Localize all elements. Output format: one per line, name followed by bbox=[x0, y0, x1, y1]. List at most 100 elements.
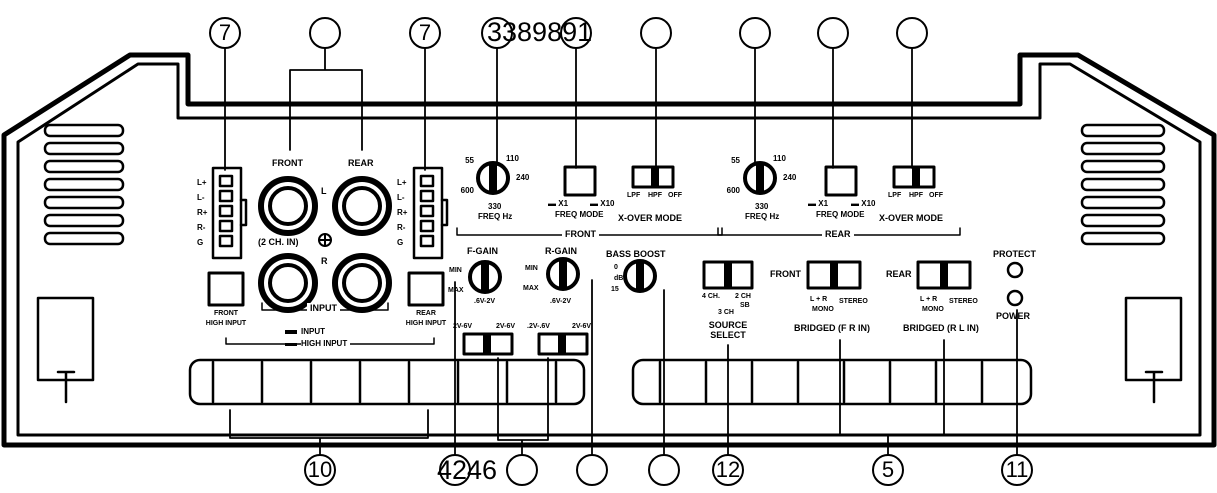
rca-jack-rear-r[interactable] bbox=[332, 253, 392, 313]
speaker-terminal-left bbox=[211, 166, 248, 260]
f-gain-range-label: .6V-2V bbox=[474, 298, 496, 305]
callout-overlay-code-top: 3389891 bbox=[487, 17, 593, 47]
rear-high-input-line2: HIGH INPUT bbox=[405, 320, 447, 327]
rca-jack-front-l[interactable] bbox=[258, 176, 318, 236]
callout-number-top-mid: 7 bbox=[418, 20, 432, 45]
f-gain-max-label: MAX bbox=[448, 287, 464, 294]
ground-symbol-icon bbox=[318, 233, 332, 247]
input-legend-swatch bbox=[285, 330, 297, 334]
r-gain-min-label: MIN bbox=[525, 265, 538, 272]
rear-lpf-label: LPF bbox=[888, 192, 902, 199]
right-terminal-label: R- bbox=[397, 223, 406, 232]
source-2ch-label: 2 CH bbox=[735, 293, 751, 300]
r-gain-range-switch[interactable] bbox=[537, 332, 589, 356]
r-gain-knob[interactable] bbox=[546, 257, 580, 291]
right-terminal-label: R+ bbox=[397, 208, 408, 217]
rear-freq-label: FREQ Hz bbox=[745, 212, 780, 221]
front-lpf-label: LPF bbox=[627, 192, 641, 199]
front-high-input-button[interactable] bbox=[207, 271, 245, 307]
left-terminal-label: R- bbox=[197, 223, 206, 232]
front-xover-switch[interactable] bbox=[631, 165, 675, 189]
bridged-rear-switch[interactable] bbox=[916, 260, 972, 290]
bridged-front-main-label: BRIDGED (F R IN) bbox=[794, 323, 870, 333]
rear-freq-55: 55 bbox=[731, 156, 740, 165]
bass-boost-knob[interactable] bbox=[623, 259, 657, 293]
front-freq-knob[interactable] bbox=[476, 161, 510, 195]
rca-2ch-in-label: (2 CH. IN) bbox=[258, 237, 299, 247]
left-terminal-label: R+ bbox=[197, 208, 208, 217]
source-select-line2: SELECT bbox=[710, 330, 746, 340]
rear-section-label: REAR bbox=[822, 229, 854, 239]
rca-jack-rear-l[interactable] bbox=[332, 176, 392, 236]
rear-high-input-line1: REAR bbox=[416, 310, 436, 317]
callout-number-bottom-5: 5 bbox=[881, 457, 895, 482]
front-freq-mode-button[interactable] bbox=[563, 165, 597, 197]
rear-freq-mode-button[interactable] bbox=[824, 165, 858, 197]
front-x10-text: X10 bbox=[600, 199, 615, 208]
source-select-line1: SOURCE bbox=[708, 320, 748, 330]
chassis-outline bbox=[1, 52, 1217, 448]
rca-r-label: R bbox=[321, 256, 328, 266]
right-terminal-label: G bbox=[397, 238, 404, 247]
f-gain-range-switch[interactable] bbox=[462, 332, 514, 356]
bridged-front-lr-label: L + R bbox=[810, 296, 828, 303]
bridged-rear-stereo-label: STEREO bbox=[949, 298, 978, 305]
front-freq-label: FREQ Hz bbox=[478, 212, 513, 221]
bottom-leader-lines bbox=[229, 279, 1018, 456]
callout-number-top-left: 7 bbox=[218, 20, 232, 45]
rca-jack-front-r[interactable] bbox=[258, 253, 318, 313]
bass-boost-0-label: 0 bbox=[614, 264, 618, 271]
rear-xover-switch[interactable] bbox=[892, 165, 936, 189]
front-high-input-label: FRONT HIGH INPUT bbox=[196, 309, 256, 329]
rear-high-input-button[interactable] bbox=[407, 271, 445, 307]
bridged-rear-mono-label: MONO bbox=[922, 306, 944, 313]
r-gain-sw-right-label: 2V-6V bbox=[572, 323, 592, 330]
front-xover-mode-label: X-OVER MODE bbox=[618, 213, 683, 223]
callout-number-bottom-11: 11 bbox=[1005, 457, 1029, 482]
r-gain-sw-left-label: .2V-.6V bbox=[527, 323, 550, 330]
rear-freq-600: 600 bbox=[726, 186, 740, 195]
f-gain-sw-left-label: 2V-6V bbox=[453, 323, 473, 330]
front-x10-label: ▬ X10 bbox=[590, 199, 615, 208]
source-select-label: SOURCE SELECT bbox=[696, 320, 760, 340]
rear-x1-text: X1 bbox=[818, 199, 829, 208]
rear-freq-mode-label: FREQ MODE bbox=[816, 210, 865, 219]
bridged-rear-lr-label: L + R bbox=[920, 296, 938, 303]
heatsink-left bbox=[188, 358, 586, 406]
power-led bbox=[1006, 289, 1024, 307]
speaker-terminal-right bbox=[412, 166, 449, 260]
front-freq-600: 600 bbox=[460, 186, 474, 195]
bottom-callout-circles bbox=[304, 454, 1033, 486]
front-freq-mode-label: FREQ MODE bbox=[555, 210, 604, 219]
front-high-input-line2: HIGH INPUT bbox=[205, 320, 247, 327]
bass-boost-15-label: 15 bbox=[611, 286, 619, 293]
bridged-front-stereo-label: STEREO bbox=[839, 298, 868, 305]
bridged-front-switch[interactable] bbox=[806, 260, 862, 290]
legend-input-label: INPUT bbox=[301, 327, 325, 336]
bridged-front-label: FRONT bbox=[770, 269, 801, 279]
rear-hpf-label: HPF bbox=[909, 192, 923, 199]
f-gain-label: F-GAIN bbox=[467, 246, 498, 256]
bridged-rear-main-label: BRIDGED (R L IN) bbox=[903, 323, 979, 333]
rear-off-label: OFF bbox=[929, 192, 943, 199]
rca-input-label: INPUT bbox=[307, 303, 340, 313]
f-gain-min-label: MIN bbox=[449, 267, 462, 274]
rear-x1-label: ▬ X1 bbox=[808, 199, 829, 208]
source-select-switch[interactable] bbox=[702, 260, 754, 290]
f-gain-knob[interactable] bbox=[468, 260, 502, 294]
right-terminal-label: L+ bbox=[397, 178, 407, 187]
front-freq-240: 240 bbox=[516, 173, 530, 182]
right-vent bbox=[1080, 123, 1166, 246]
bass-boost-db-label: dB bbox=[614, 275, 624, 282]
rear-high-input-label: REAR HIGH INPUT bbox=[396, 309, 456, 329]
right-terminal-label: L- bbox=[397, 193, 405, 202]
front-high-input-line1: FRONT bbox=[213, 310, 239, 317]
front-hpf-label: HPF bbox=[648, 192, 662, 199]
rear-freq-knob[interactable] bbox=[743, 161, 777, 195]
callout-number-bottom-12: 12 bbox=[715, 457, 741, 482]
rear-xover-mode-label: X-OVER MODE bbox=[879, 213, 944, 223]
rear-x10-text: X10 bbox=[861, 199, 876, 208]
bridged-rear-label: REAR bbox=[886, 269, 912, 279]
rear-x10-label: ▬ X10 bbox=[851, 199, 876, 208]
